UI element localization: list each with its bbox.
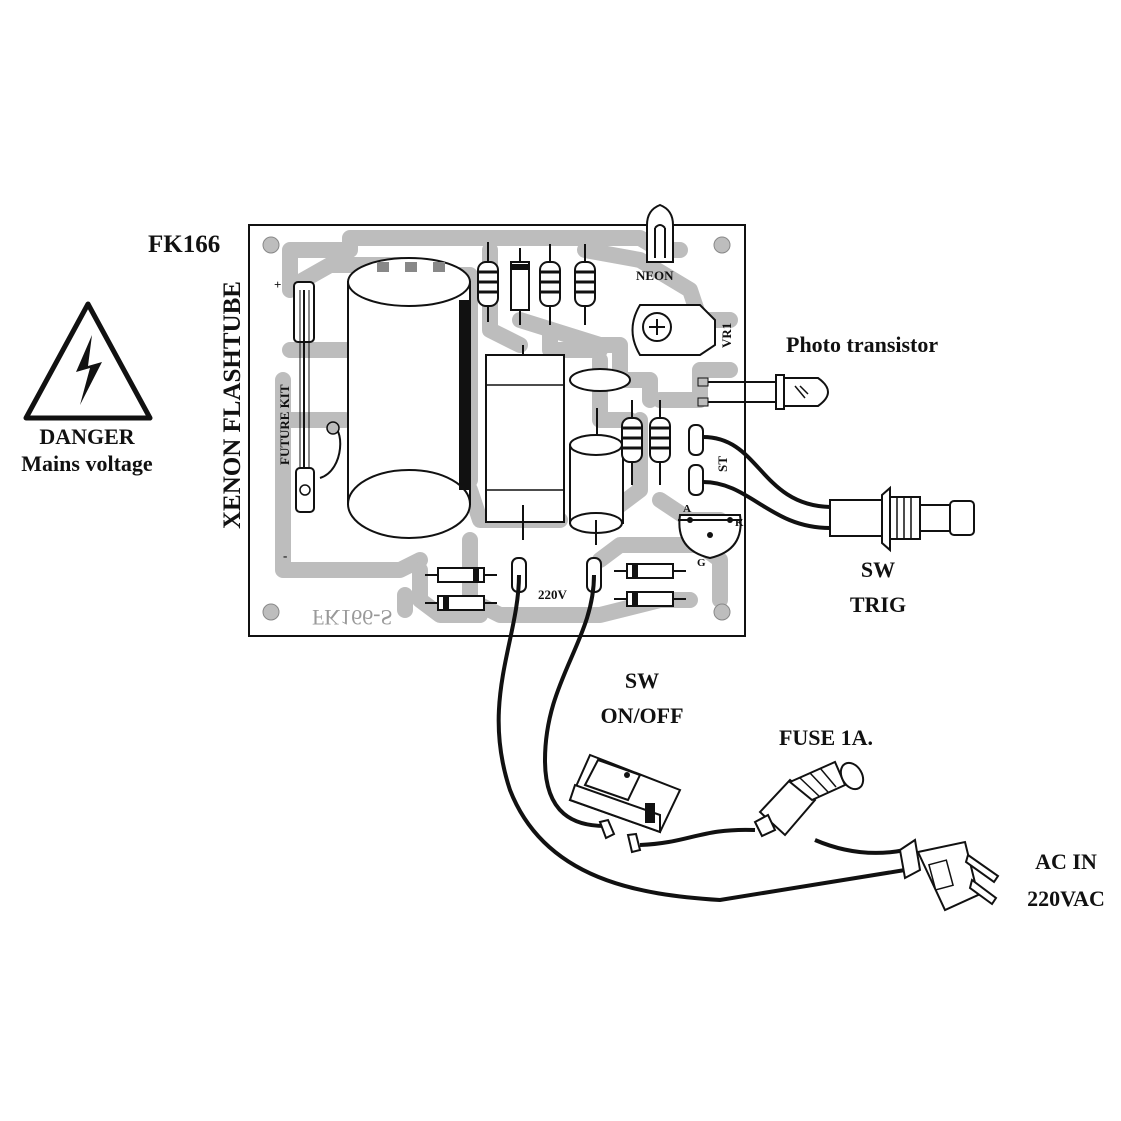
trig-wire-1 bbox=[702, 435, 831, 509]
scr-pin-g: G bbox=[697, 557, 706, 569]
danger-sign: DANGER Mains voltage bbox=[21, 301, 153, 476]
capacitor-polarity-band bbox=[459, 300, 470, 490]
diode-top bbox=[510, 248, 530, 325]
sw-trig-label-1: SW bbox=[861, 557, 895, 582]
st-label: ST bbox=[715, 456, 730, 472]
trigger-push-switch bbox=[829, 485, 975, 553]
flash-minus-label: - bbox=[283, 548, 287, 563]
kit-title: FK166 bbox=[148, 231, 220, 258]
trace-r-cluster bbox=[512, 312, 658, 408]
future-kit-logo: FUTURE KIT bbox=[277, 384, 292, 465]
bridge-diodes-right bbox=[614, 563, 686, 607]
disk-capacitor bbox=[569, 368, 631, 392]
mount-hole-br bbox=[713, 603, 731, 621]
trace-left-bottom bbox=[275, 372, 428, 578]
resistor-r1 bbox=[477, 242, 499, 322]
neon-lamp bbox=[646, 203, 674, 263]
resistor-r5 bbox=[649, 400, 671, 485]
rocker-switch-on-off bbox=[568, 753, 682, 854]
mains-wires bbox=[496, 574, 906, 903]
flash-plus-label: + bbox=[274, 277, 281, 292]
scr-thyristor bbox=[678, 514, 742, 560]
vr1-label: VR1 bbox=[719, 323, 734, 348]
sw-onoff-label-2: ON/OFF bbox=[600, 703, 683, 728]
fuse-to-plug-wire bbox=[814, 838, 906, 855]
scr-pin-k: K bbox=[735, 517, 744, 529]
v220-label: 220V bbox=[538, 587, 568, 602]
photo-transistor bbox=[775, 374, 829, 410]
high-voltage-icon bbox=[23, 301, 153, 421]
resistor-r4 bbox=[621, 400, 643, 485]
xenon-flashtube bbox=[293, 281, 342, 513]
pcb-board: XENON FLASHTUBE FUTURE KIT FK166-S NEON … bbox=[219, 203, 782, 637]
electrolytic-capacitor bbox=[347, 257, 471, 539]
photo-transistor-label: Photo transistor bbox=[786, 332, 938, 357]
film-capacitor bbox=[569, 408, 624, 545]
neon-label: NEON bbox=[636, 268, 674, 283]
trace-r2 bbox=[542, 322, 608, 358]
trigger-transformer bbox=[485, 345, 565, 540]
trigger-wires bbox=[702, 435, 831, 530]
mains-voltage-label: Mains voltage bbox=[21, 451, 153, 476]
xenon-flashtube-label: XENON FLASHTUBE bbox=[219, 281, 246, 529]
mains-wire-switch bbox=[542, 574, 606, 828]
mount-hole-tl bbox=[262, 236, 280, 254]
trimmer-vr1 bbox=[631, 304, 716, 356]
sw-onoff-label-1: SW bbox=[625, 668, 659, 693]
st-terminals bbox=[688, 424, 704, 496]
bridge-diodes-left bbox=[425, 567, 497, 611]
silkscreen-code: FK166-S bbox=[312, 605, 393, 630]
trig-wire-2 bbox=[702, 480, 831, 530]
resistor-r2 bbox=[539, 244, 561, 325]
mount-hole-tr bbox=[713, 236, 731, 254]
sw-trig-label-2: TRIG bbox=[850, 592, 906, 617]
danger-label: DANGER bbox=[39, 424, 135, 449]
trace-bottom-left bbox=[412, 562, 488, 623]
scr-pin-a: A bbox=[683, 503, 691, 515]
mount-hole-bl bbox=[262, 603, 280, 621]
fuse-holder bbox=[753, 760, 865, 838]
mounting-holes bbox=[262, 236, 731, 621]
resistor-r3 bbox=[574, 244, 596, 325]
ac-in-label-1: AC IN bbox=[1035, 849, 1097, 874]
mains-wire-neutral bbox=[496, 574, 906, 903]
fuse-label: FUSE 1A. bbox=[779, 725, 873, 750]
trigger-button-cap bbox=[949, 500, 975, 536]
ac-in-label-2: 220VAC bbox=[1027, 886, 1105, 911]
mains-plug bbox=[898, 838, 1000, 912]
switch-to-fuse-wire bbox=[639, 827, 756, 847]
